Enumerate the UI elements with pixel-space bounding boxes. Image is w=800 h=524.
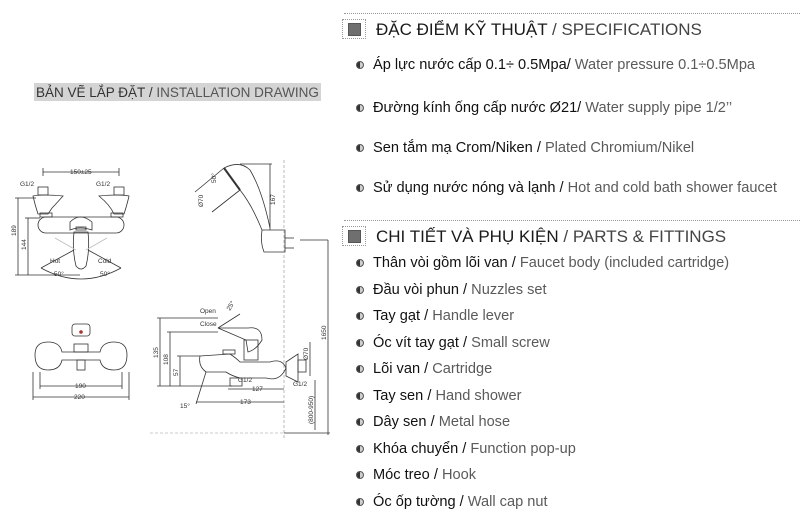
spec-item: Sử dụng nước nóng và lạnh / Hot and cold…	[338, 178, 800, 218]
svg-text:50°: 50°	[210, 173, 218, 183]
parts-list: Thân vòi gồm lõi van / Faucet body (incl…	[338, 253, 800, 518]
svg-text:Open: Open	[200, 308, 216, 315]
svg-text:50°: 50°	[54, 270, 64, 278]
parts-title: CHI TIẾT VÀ PHỤ KIỆN / PARTS & FITTINGS	[376, 227, 727, 246]
svg-text:173: 173	[240, 399, 251, 406]
svg-text:189: 189	[11, 225, 18, 236]
svg-text:1650: 1650	[321, 325, 328, 340]
top-view-drawing: 190 220	[32, 323, 130, 401]
divider	[344, 13, 800, 14]
spec-item: Áp lực nước cấp 0.1÷ 0.5Mpa/ Water press…	[338, 55, 800, 98]
svg-text:G1/2: G1/2	[96, 181, 110, 188]
svg-text:Close: Close	[200, 321, 217, 328]
installation-title-en: INSTALLATION DRAWING	[156, 85, 319, 100]
part-item: Óc vít tay gạt / Small screw	[338, 333, 800, 360]
specifications-title: ĐẶC ĐIỂM KỸ THUẬT / SPECIFICATIONS	[376, 20, 702, 39]
specifications-list: Áp lực nước cấp 0.1÷ 0.5Mpa/ Water press…	[338, 55, 800, 218]
svg-text:190: 190	[75, 383, 86, 390]
part-item: Lõi van / Cartridge	[338, 359, 800, 386]
bullet-icon	[356, 391, 364, 400]
section-marker-icon	[342, 226, 366, 246]
svg-text:150±25: 150±25	[70, 169, 92, 176]
svg-text:135: 135	[153, 347, 160, 358]
svg-text:50°: 50°	[100, 270, 110, 278]
svg-text:127: 127	[252, 386, 263, 393]
svg-text:167: 167	[270, 194, 277, 205]
bullet-icon	[356, 444, 364, 453]
svg-text:(800-950): (800-950)	[308, 396, 315, 424]
svg-text:Ø70: Ø70	[198, 194, 205, 207]
side-view-drawing: Open Close 25° 135 108 57 G1/2 G1/2 Ø70	[150, 299, 330, 434]
bullet-icon	[356, 144, 364, 152]
svg-text:G1/2: G1/2	[293, 381, 307, 388]
spec-item: Sen tắm mạ Crom/Niken / Plated Chromium/…	[338, 138, 800, 178]
bullet-icon	[356, 312, 364, 320]
svg-text:G1/2: G1/2	[20, 181, 34, 188]
svg-text:Cold: Cold	[98, 258, 112, 265]
bullet-icon	[356, 61, 364, 69]
bullet-icon	[356, 365, 364, 373]
part-item: Thân vòi gồm lõi van / Faucet body (incl…	[338, 253, 800, 280]
installation-title-vi: BẢN VẼ LẮP ĐẶT	[36, 85, 146, 100]
specifications-section: ĐẶC ĐIỂM KỸ THUẬT / SPECIFICATIONS Áp lự…	[338, 13, 800, 218]
spec-item: Đường kính ống cấp nước Ø21/ Water suppl…	[338, 98, 800, 138]
bullet-icon	[356, 418, 364, 426]
part-item: Dây sen / Metal hose	[338, 412, 800, 439]
parts-section: CHI TIẾT VÀ PHỤ KIỆN / PARTS & FITTINGS …	[338, 220, 800, 518]
specifications-header: ĐẶC ĐIỂM KỸ THUẬT / SPECIFICATIONS	[338, 13, 800, 43]
bullet-icon	[356, 104, 364, 112]
installation-drawing-title: BẢN VẼ LẮP ĐẶT / INSTALLATION DRAWING	[34, 83, 321, 101]
svg-text:57: 57	[173, 368, 180, 376]
installation-drawing: 150±25 G1/2 G1/2 Hot Cold 50° 50°	[0, 110, 340, 524]
part-item: Óc ốp tường / Wall cap nut	[338, 492, 800, 519]
shower-view-drawing: 50° Ø70 167	[194, 160, 329, 440]
bullet-icon	[356, 338, 364, 347]
svg-text:15°: 15°	[180, 402, 190, 410]
bullet-icon	[356, 285, 364, 294]
part-item: Tay gạt / Handle lever	[338, 306, 800, 333]
svg-text:G1/2: G1/2	[238, 377, 252, 384]
svg-text:144: 144	[21, 239, 28, 250]
part-item: Tay sen / Hand shower	[338, 386, 800, 413]
parts-header: CHI TIẾT VÀ PHỤ KIỆN / PARTS & FITTINGS	[338, 220, 800, 250]
divider	[344, 220, 800, 221]
svg-text:25°: 25°	[225, 299, 237, 312]
svg-text:108: 108	[163, 354, 170, 365]
bullet-icon	[356, 471, 364, 479]
bullet-icon	[356, 259, 364, 267]
bullet-icon	[356, 184, 364, 192]
part-item: Đầu vòi phun / Nuzzles set	[338, 280, 800, 307]
svg-text:220: 220	[74, 394, 85, 401]
svg-text:Ø70: Ø70	[303, 347, 310, 360]
section-marker-icon	[342, 19, 366, 39]
front-view-drawing: 150±25 G1/2 G1/2 Hot Cold 50° 50°	[11, 168, 130, 280]
part-item: Móc treo / Hook	[338, 465, 800, 492]
svg-text:Hot: Hot	[50, 258, 60, 265]
part-item: Khóa chuyển / Function pop-up	[338, 439, 800, 466]
bullet-icon	[356, 497, 364, 506]
